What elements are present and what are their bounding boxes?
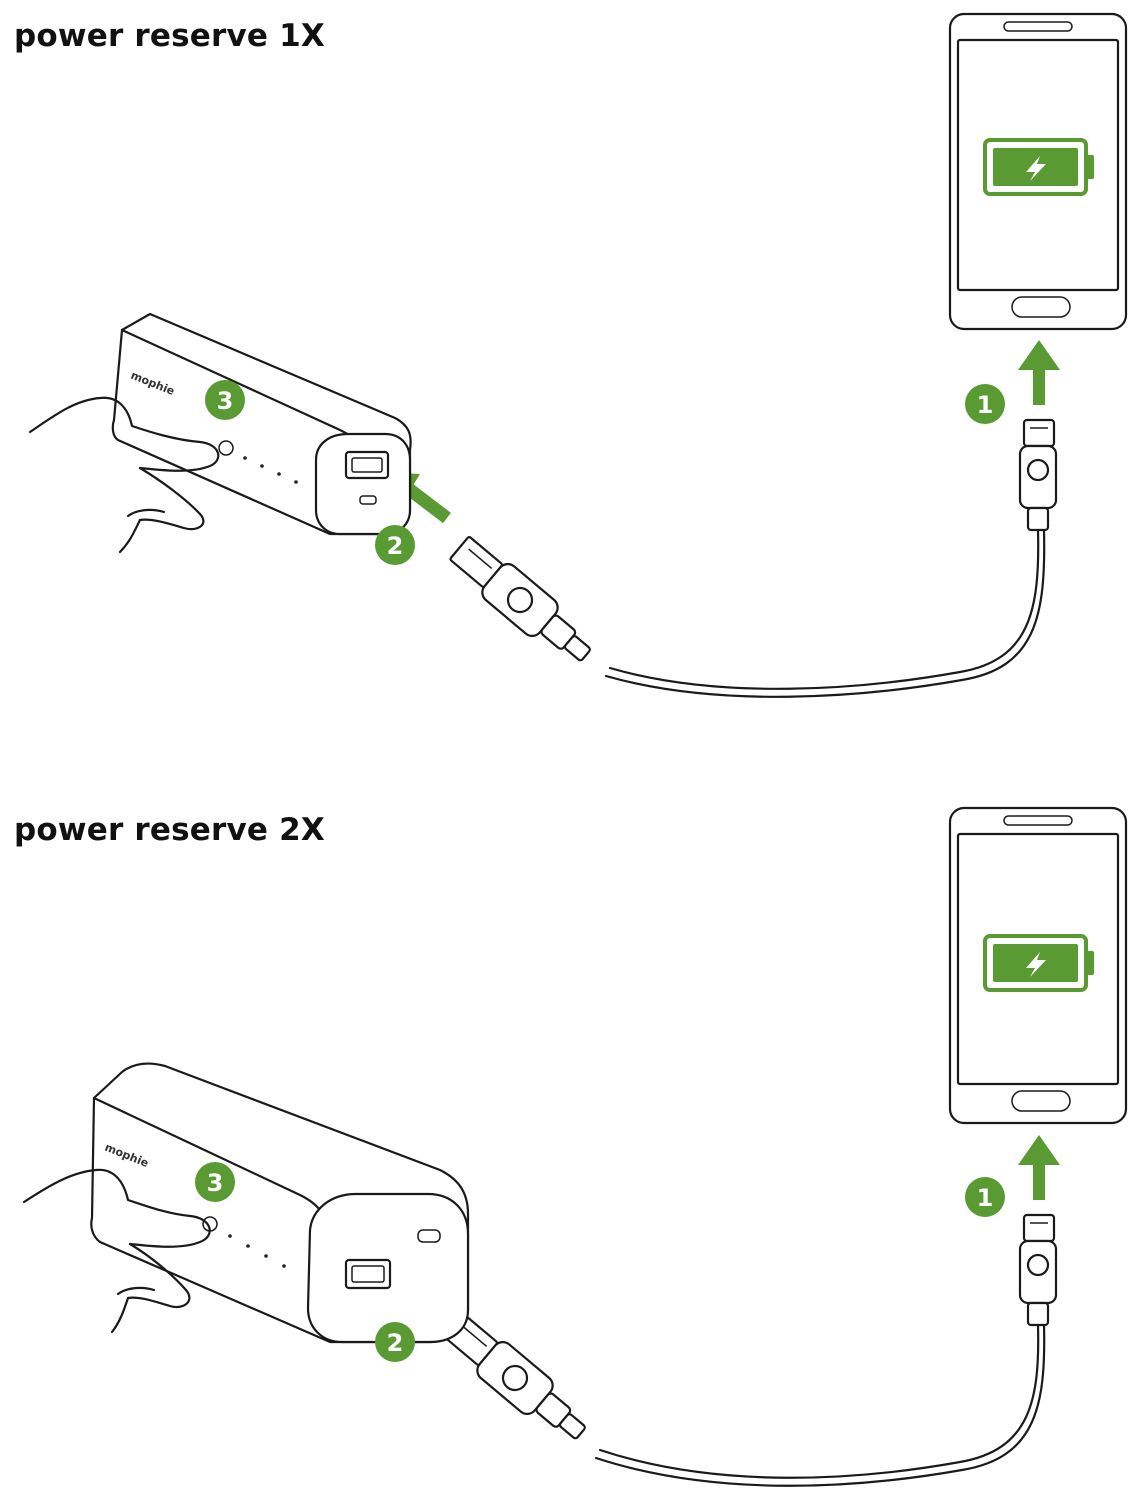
svg-text:2: 2 (387, 1329, 404, 1357)
svg-text:3: 3 (217, 387, 234, 415)
step-badge-1: 1 (965, 384, 1005, 424)
micro-usb-connector-icon (1018, 418, 1058, 532)
step-badge-1: 1 (965, 1177, 1005, 1217)
step-badge-3: 3 (195, 1162, 235, 1202)
cable-line-inner (594, 1323, 1046, 1487)
svg-text:2: 2 (387, 532, 404, 560)
battery-charging-icon (983, 138, 1094, 196)
step-badge-2: 2 (375, 525, 415, 565)
cable-line (608, 528, 1040, 690)
cable-line-inner (604, 528, 1046, 698)
step-badge-2: 2 (375, 1322, 415, 1362)
svg-text:1: 1 (977, 391, 994, 419)
usb-a-connector-icon (449, 536, 591, 662)
battery-charging-icon (983, 934, 1094, 992)
step-badge-3: 3 (205, 380, 245, 420)
cable-line (598, 1323, 1040, 1479)
panel-power-reserve-1x: power reserve 1X (0, 0, 1135, 730)
hand-icon (22, 1168, 211, 1334)
arrow-up-icon (1018, 1135, 1060, 1200)
svg-text:3: 3 (207, 1169, 224, 1197)
led-indicator-dots (228, 1234, 286, 1268)
power-bank-icon: mophie (90, 1062, 470, 1344)
illustration-2x: mophie 3 2 1 (22, 806, 1128, 1487)
illustration-1x: mophie 3 2 1 (28, 12, 1128, 698)
hand-icon (28, 396, 220, 554)
power-button-icon (218, 440, 234, 456)
svg-text:1: 1 (977, 1184, 994, 1212)
power-bank-icon: mophie (111, 312, 412, 536)
usb-a-connector-icon (444, 1314, 586, 1440)
panel-title: power reserve 2X (14, 812, 326, 848)
micro-usb-connector-icon (1018, 1213, 1058, 1327)
led-indicator-dots (243, 456, 298, 484)
panel-power-reserve-2x: power reserve 2X (0, 790, 1135, 1503)
panel-title: power reserve 1X (14, 18, 326, 54)
arrow-up-icon (1018, 340, 1060, 405)
